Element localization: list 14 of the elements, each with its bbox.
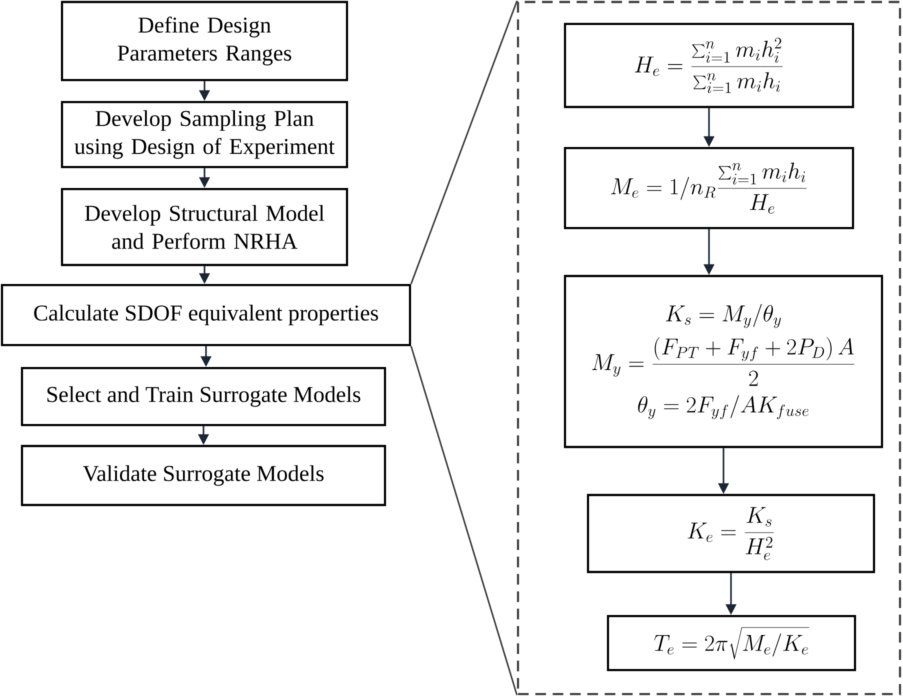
process-box: Select and Train Surrogate Models xyxy=(20,366,386,426)
formula-box: $K_e = \frac{K_s}{H_e^2}$ xyxy=(586,494,876,574)
process-box: Calculate SDOF equivalent properties xyxy=(0,284,412,346)
process-box: Develop Structural Model and Perform NRHA xyxy=(60,188,348,266)
formula-box: $M_e = 1/n_R \frac{\sum_{i=1}^{n} m_i h_i}{H_e}$ xyxy=(564,146,854,230)
zoom-frame xyxy=(516,0,902,696)
process-box: Validate Surrogate Models xyxy=(20,444,386,506)
zoom-line xyxy=(410,0,518,284)
zoom-line xyxy=(410,346,518,696)
process-box: Develop Sampling Plan using Design of Experiment xyxy=(60,100,348,168)
formula-box: $K_s = M_y/\theta_y$ $M_y = \frac{\left(F_{PT} + F_{yf} + 2P_D\right)A}{2}$ $\theta_y = 2F_{yf}/AK_{fuse}$ xyxy=(564,274,884,448)
formula-box: $T_e = 2\pi\sqrt{M_e/K_e}$ xyxy=(606,614,856,672)
process-box: Define Design Parameters Ranges xyxy=(60,0,348,82)
formula-box: $H_e = \frac{\sum_{i=1}^{n} m_i h_i^2}{\sum_{i=1}^{n} m_i h_i}$ xyxy=(564,22,854,108)
